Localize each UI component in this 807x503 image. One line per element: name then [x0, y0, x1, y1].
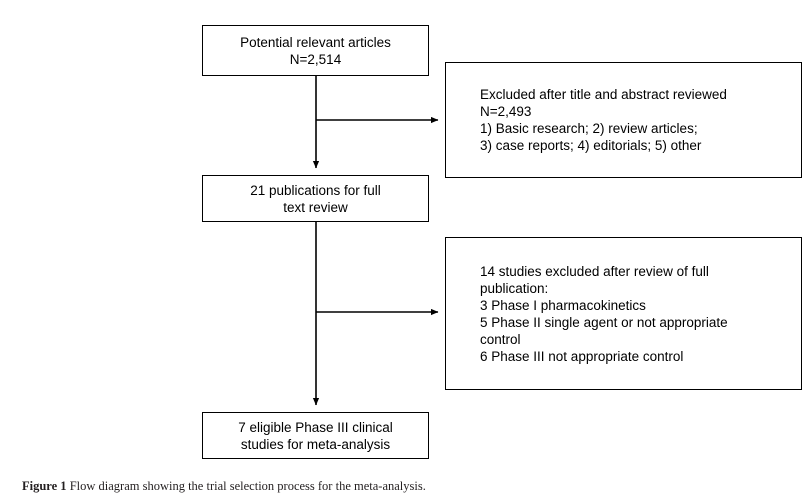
node-excluded-2-label: 14 studies excluded after review of full…: [480, 263, 728, 364]
figure-caption: Figure 1 Flow diagram showing the trial …: [22, 478, 792, 494]
node-publications-label: 21 publications for full text review: [250, 182, 381, 215]
figure-caption-label: Figure 1: [22, 479, 67, 493]
node-excluded-after-full-review: 14 studies excluded after review of full…: [445, 237, 802, 390]
node-publications-full-text-review: 21 publications for full text review: [202, 175, 429, 222]
node-potential-relevant-articles: Potential relevant articles N=2,514: [202, 25, 429, 76]
node-eligible-label: 7 eligible Phase III clinical studies fo…: [238, 419, 393, 452]
node-eligible-studies-meta-analysis: 7 eligible Phase III clinical studies fo…: [202, 412, 429, 459]
figure-caption-body: Flow diagram showing the trial selection…: [69, 479, 426, 493]
node-excluded-after-title-abstract: Excluded after title and abstract review…: [445, 62, 802, 178]
node-potential-label: Potential relevant articles N=2,514: [240, 34, 391, 67]
flow-diagram: Potential relevant articles N=2,514 Excl…: [202, 25, 802, 459]
node-excluded-1-label: Excluded after title and abstract review…: [480, 87, 727, 153]
